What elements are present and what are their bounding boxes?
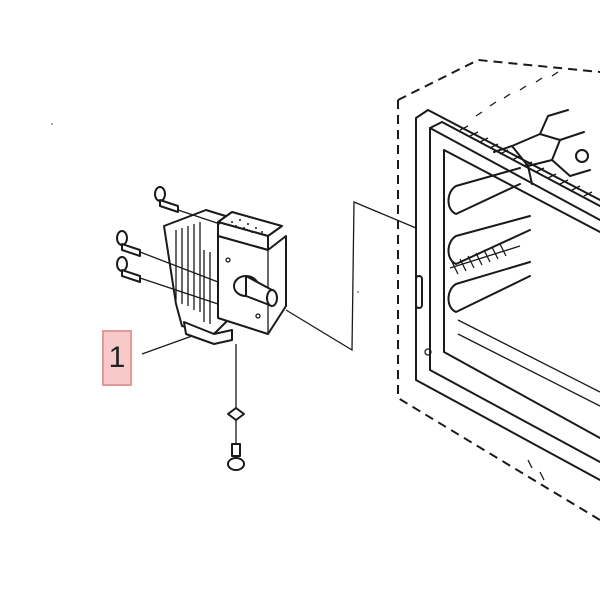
magnetron-fins bbox=[175, 222, 211, 324]
cavity-front-frame bbox=[415, 109, 600, 481]
magnetron-antenna bbox=[233, 275, 278, 307]
cavity-inner-frame bbox=[429, 127, 600, 463]
screw-lower bbox=[116, 256, 219, 305]
cavity-opening bbox=[443, 149, 600, 439]
magnetron bbox=[163, 209, 287, 345]
screw-top bbox=[154, 186, 221, 225]
callout-number: 1 bbox=[108, 341, 126, 374]
leader-to-cavity bbox=[285, 201, 417, 352]
callout-label-1: 1 bbox=[102, 330, 132, 386]
leader-callout-1 bbox=[141, 335, 193, 355]
oven-cavity bbox=[397, 58, 600, 521]
cavity-rail-middle bbox=[447, 215, 531, 265]
top-plate-dots bbox=[231, 219, 263, 233]
magnetron-base bbox=[183, 321, 233, 345]
top-perforation bbox=[459, 71, 593, 197]
screw-middle bbox=[116, 230, 219, 283]
cavity-rail-top bbox=[447, 167, 521, 215]
stirrer-star bbox=[493, 109, 591, 185]
housing-dashed-outline bbox=[397, 58, 600, 521]
side-hole bbox=[424, 348, 432, 356]
side-slot bbox=[415, 275, 423, 309]
vent-slots bbox=[449, 243, 521, 275]
screw-bottom bbox=[227, 344, 245, 471]
cavity-rail-bottom bbox=[447, 261, 531, 313]
stray-dot bbox=[51, 123, 53, 125]
